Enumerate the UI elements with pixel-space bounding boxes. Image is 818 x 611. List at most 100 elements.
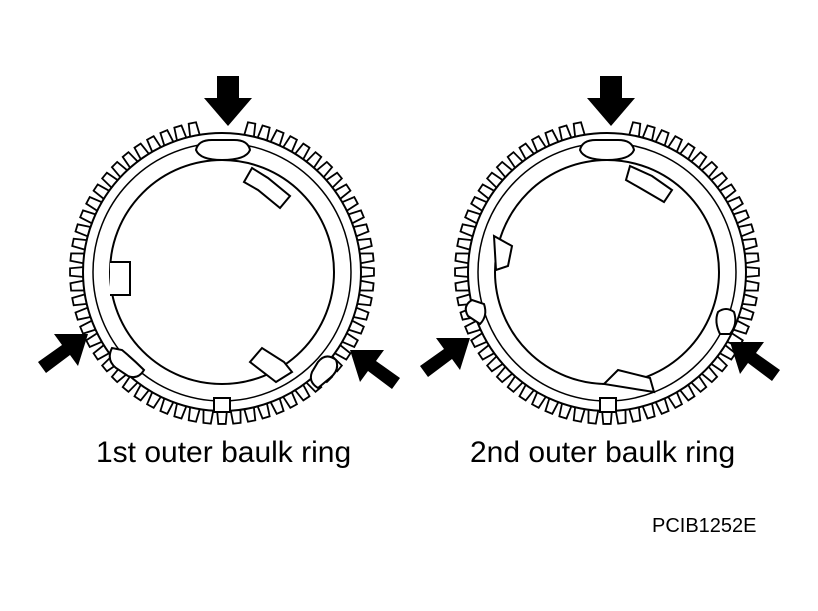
second-outer-baulk-ring — [454, 121, 760, 425]
gear-tooth — [738, 223, 755, 238]
gear-tooth — [733, 209, 750, 225]
gear-tooth — [353, 223, 370, 238]
gear-tooth — [742, 237, 758, 251]
gear-tooth — [348, 319, 365, 335]
gear-tooth — [572, 407, 586, 423]
bore-notch — [624, 164, 674, 204]
gear-tooth — [294, 142, 311, 160]
gear-tooth — [506, 150, 524, 169]
gear-tooth — [216, 410, 228, 425]
arrow-up-left-icon — [350, 350, 400, 389]
gear-tooth — [745, 266, 760, 278]
gear-tooth — [282, 391, 299, 409]
ring-outer-rim — [467, 132, 747, 412]
gear-tooth — [334, 183, 352, 200]
gear-tooth — [506, 375, 524, 394]
gear-tooth — [641, 124, 656, 141]
gear-tooth — [495, 366, 513, 384]
gear-tooth — [544, 398, 560, 415]
bore-notch — [492, 234, 514, 272]
gear-tooth — [202, 409, 215, 425]
gear-tooth — [79, 209, 96, 225]
gear-tooth — [357, 237, 373, 251]
gear-tooth — [518, 384, 535, 402]
bore-notch — [242, 166, 292, 210]
gear-tooth — [454, 279, 470, 292]
gear-tooth — [74, 223, 91, 238]
gear-tooth — [733, 319, 750, 335]
gear-tooth — [558, 124, 573, 141]
ring-lug — [715, 308, 737, 335]
gear-tooth — [100, 171, 119, 189]
gear-tooth — [92, 344, 110, 361]
ring-lug — [213, 397, 231, 413]
gear-tooth — [744, 279, 760, 292]
gear-tooth — [341, 195, 359, 212]
gear-tooth — [679, 142, 696, 160]
figure-code: PCIB1252E — [652, 515, 757, 537]
gear-tooth — [71, 293, 87, 307]
gear-tooth — [353, 306, 370, 321]
gear-tooth — [69, 252, 85, 265]
gear-tooth — [719, 183, 737, 200]
ring-lug — [599, 397, 617, 413]
gear-tooth — [641, 403, 656, 420]
gear-tooth — [690, 375, 708, 394]
gear-tooth — [667, 391, 684, 409]
gear-tooth — [679, 384, 696, 402]
gear-tooth — [614, 409, 627, 425]
gear-tooth — [530, 391, 547, 409]
gear-tooth — [334, 344, 352, 361]
gear-tooth — [628, 121, 642, 137]
gear-tooth — [133, 384, 150, 402]
gear-tooth — [341, 332, 359, 349]
gear-tooth — [726, 195, 744, 212]
gear-tooth — [71, 237, 87, 251]
gear-tooth — [742, 293, 758, 307]
gear-tooth — [456, 237, 472, 251]
gear-tooth — [85, 195, 103, 212]
gear-tooth — [243, 121, 257, 137]
gear-tooth — [121, 375, 139, 394]
gear-tooth — [173, 403, 188, 420]
gear-tooth — [110, 160, 128, 178]
gear-tooth — [229, 409, 242, 425]
gear-tooth — [470, 195, 488, 212]
gear-tooth — [701, 366, 719, 384]
gear-tooth — [269, 129, 285, 146]
ring-lug — [464, 298, 487, 326]
gear-tooth — [256, 124, 271, 141]
arrow-down-icon — [587, 76, 635, 126]
gear-tooth — [294, 384, 311, 402]
ring-lug — [309, 355, 339, 390]
gear-tooth — [357, 293, 373, 307]
gear-tooth — [348, 209, 365, 225]
ring-lug — [578, 139, 636, 162]
ring-mid-rim — [477, 142, 737, 402]
gear-tooth — [121, 150, 139, 169]
ring-inner-bore — [494, 159, 720, 385]
bore-notch — [248, 346, 294, 384]
gear-tooth — [667, 135, 684, 153]
gear-tooth — [485, 171, 504, 189]
gear-tooth — [710, 171, 729, 189]
gear-tooth — [464, 319, 481, 335]
gear-tooth — [243, 407, 257, 423]
gear-tooth — [601, 410, 613, 425]
gear-tooth — [359, 279, 375, 292]
gear-tooth — [187, 121, 201, 137]
gear-tooth — [69, 266, 84, 278]
gear-tooth — [464, 209, 481, 225]
gear-tooth — [316, 160, 334, 178]
ring-teeth — [454, 121, 760, 425]
gear-tooth — [530, 135, 547, 153]
gear-tooth — [454, 266, 469, 278]
gear-tooth — [359, 252, 375, 265]
gear-tooth — [454, 252, 470, 265]
gear-tooth — [74, 306, 91, 321]
gear-tooth — [85, 332, 103, 349]
gear-tooth — [738, 306, 755, 321]
bore-notch — [110, 261, 131, 296]
gear-tooth — [485, 355, 504, 373]
